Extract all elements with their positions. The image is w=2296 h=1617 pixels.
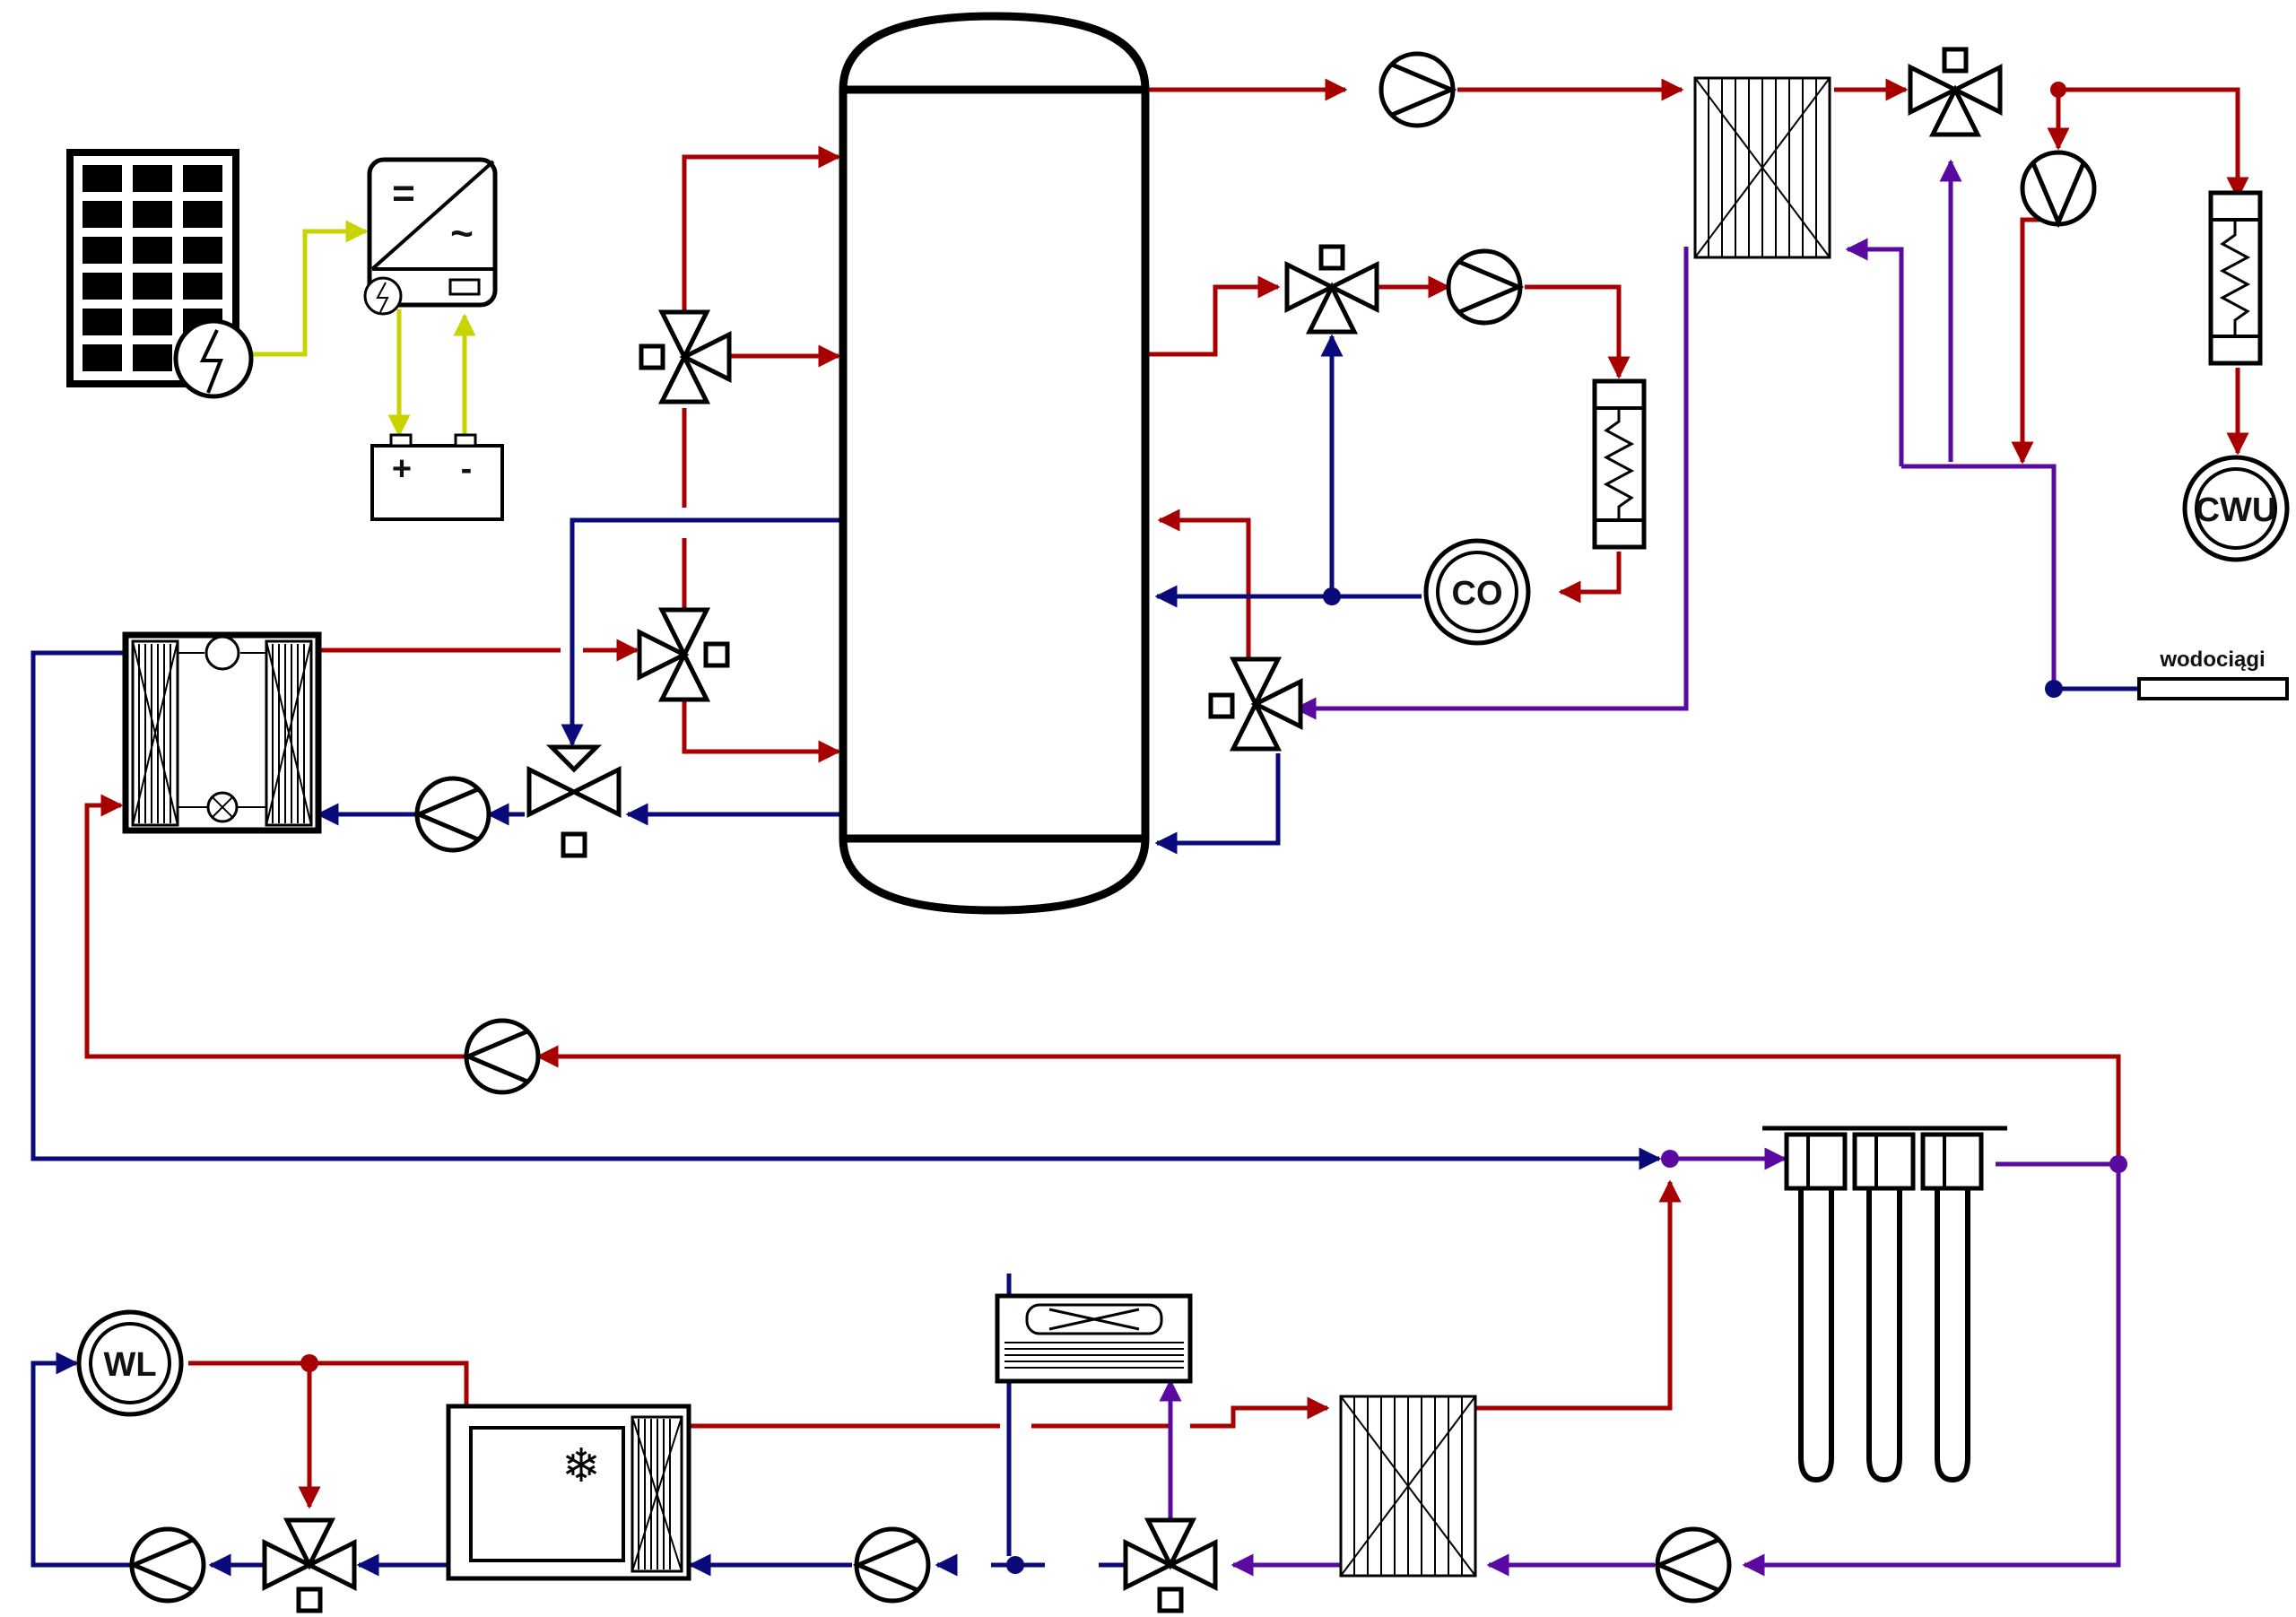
three-way-valve — [1284, 244, 1379, 335]
water-supply: wodociągi — [2137, 648, 2289, 700]
fan-coil — [995, 1293, 1193, 1384]
three-way-valve — [639, 309, 732, 404]
solar-panel — [66, 149, 254, 399]
heat-exchanger-dhw — [1693, 76, 1831, 259]
buffer-tank — [839, 12, 1150, 915]
three-way-valve — [1908, 47, 2003, 137]
pump — [1378, 51, 1457, 128]
ground-probes — [1762, 1126, 2007, 1483]
cooling-unit: ❄ — [446, 1404, 691, 1581]
inverter-dc-label: = — [392, 171, 415, 215]
compressor-icon — [204, 635, 240, 671]
inverter-ac-label: ~ — [450, 212, 474, 256]
pump — [2020, 150, 2097, 229]
three-way-valve — [262, 1517, 357, 1613]
wires-electric — [247, 220, 476, 438]
lightning-icon — [363, 276, 403, 316]
pipes-cold — [30, 334, 2139, 1577]
pump — [1446, 248, 1525, 326]
snowflake-icon: ❄ — [561, 1440, 601, 1492]
heat-exchanger-ground — [1339, 1395, 1477, 1578]
receiver-co: CO — [1423, 538, 1531, 646]
pump — [413, 776, 491, 853]
co-label: CO — [1452, 575, 1503, 613]
wl-label: WL — [103, 1346, 156, 1384]
battery-minus-label: - — [461, 450, 473, 488]
pump — [462, 1018, 541, 1095]
three-way-valve — [637, 607, 730, 702]
three-way-valve — [1208, 656, 1303, 752]
cwu-label: CWU — [2196, 491, 2277, 529]
pump — [127, 1526, 206, 1604]
three-way-valve — [1123, 1517, 1218, 1613]
receiver-wl: WL — [76, 1309, 184, 1417]
junction-dots — [300, 82, 2127, 1574]
pipes-mixed — [1159, 159, 2121, 1577]
three-way-valve — [526, 744, 622, 858]
wodociagi-label: wodociągi — [2159, 648, 2265, 672]
receiver-cwu: CWU — [2182, 455, 2290, 562]
battery: + - — [370, 433, 504, 521]
heater-dhw — [2208, 190, 2263, 366]
pump — [852, 1526, 931, 1604]
pump — [1653, 1526, 1732, 1604]
heat-pump-unit — [122, 631, 322, 834]
battery-plus-label: + — [392, 450, 412, 488]
inverter: = ~ — [363, 157, 498, 316]
heater-co — [1592, 378, 1647, 550]
